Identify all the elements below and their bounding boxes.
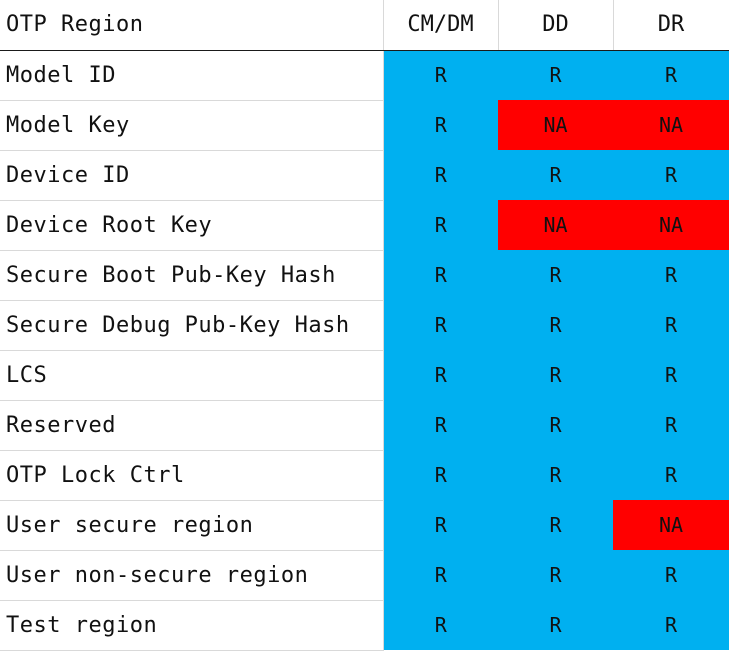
cm-dm-permission-cell: R — [383, 100, 498, 150]
region-name-cell: Secure Debug Pub-Key Hash — [0, 300, 384, 351]
dr-permission-cell: R — [613, 600, 729, 650]
table-header: OTP Region CM/DM DD DR — [0, 0, 729, 51]
column-header-cm-dm: CM/DM — [383, 0, 499, 51]
column-header-dr: DR — [613, 0, 729, 51]
cm-dm-permission-cell: R — [383, 500, 498, 550]
cm-dm-permission-cell: R — [383, 350, 498, 400]
cm-dm-permission-cell: R — [383, 200, 498, 250]
dr-permission-cell: R — [613, 400, 729, 450]
dr-permission-cell: R — [613, 250, 729, 300]
dr-permission-cell: NA — [613, 100, 729, 150]
cm-dm-permission-cell: R — [383, 150, 498, 200]
region-name-cell: Model ID — [0, 50, 384, 101]
header-row: OTP Region CM/DM DD DR — [0, 0, 729, 51]
column-header-otp-region: OTP Region — [0, 0, 384, 51]
dd-permission-cell: R — [498, 400, 613, 450]
dd-permission-cell: R — [498, 550, 613, 600]
dr-permission-cell: R — [613, 450, 729, 500]
dr-permission-cell: R — [613, 300, 729, 350]
region-name-cell: Model Key — [0, 100, 384, 151]
dd-permission-cell: R — [498, 500, 613, 550]
dr-permission-cell: R — [613, 550, 729, 600]
cm-dm-permission-cell: R — [383, 300, 498, 350]
dd-permission-cell: R — [498, 50, 613, 100]
dd-permission-cell: NA — [498, 100, 613, 150]
dr-permission-cell: NA — [613, 200, 729, 250]
region-name-cell: Device ID — [0, 150, 384, 201]
region-name-cell: Reserved — [0, 400, 384, 451]
column-header-dd: DD — [498, 0, 614, 51]
cm-dm-permission-cell: R — [383, 550, 498, 600]
dr-permission-cell: NA — [613, 500, 729, 550]
dd-permission-cell: R — [498, 600, 613, 650]
cm-dm-permission-cell: R — [383, 250, 498, 300]
region-name-cell: Device Root Key — [0, 200, 384, 251]
region-name-cell: Secure Boot Pub-Key Hash — [0, 250, 384, 301]
dr-permission-cell: R — [613, 50, 729, 100]
cm-dm-permission-cell: R — [383, 450, 498, 500]
cm-dm-permission-cell: R — [383, 600, 498, 650]
region-name-cell: User non-secure region — [0, 550, 384, 601]
dr-permission-cell: R — [613, 350, 729, 400]
dd-permission-cell: R — [498, 350, 613, 400]
region-name-cell: LCS — [0, 350, 384, 401]
cm-dm-permission-cell: R — [383, 50, 498, 100]
region-name-cell: User secure region — [0, 500, 384, 551]
dd-permission-cell: R — [498, 300, 613, 350]
cm-dm-permission-cell: R — [383, 400, 498, 450]
dr-permission-cell: R — [613, 150, 729, 200]
region-name-cell: Test region — [0, 600, 384, 651]
region-name-cell: OTP Lock Ctrl — [0, 450, 384, 501]
dd-permission-cell: NA — [498, 200, 613, 250]
dd-permission-cell: R — [498, 150, 613, 200]
dd-permission-cell: R — [498, 450, 613, 500]
dd-permission-cell: R — [498, 250, 613, 300]
